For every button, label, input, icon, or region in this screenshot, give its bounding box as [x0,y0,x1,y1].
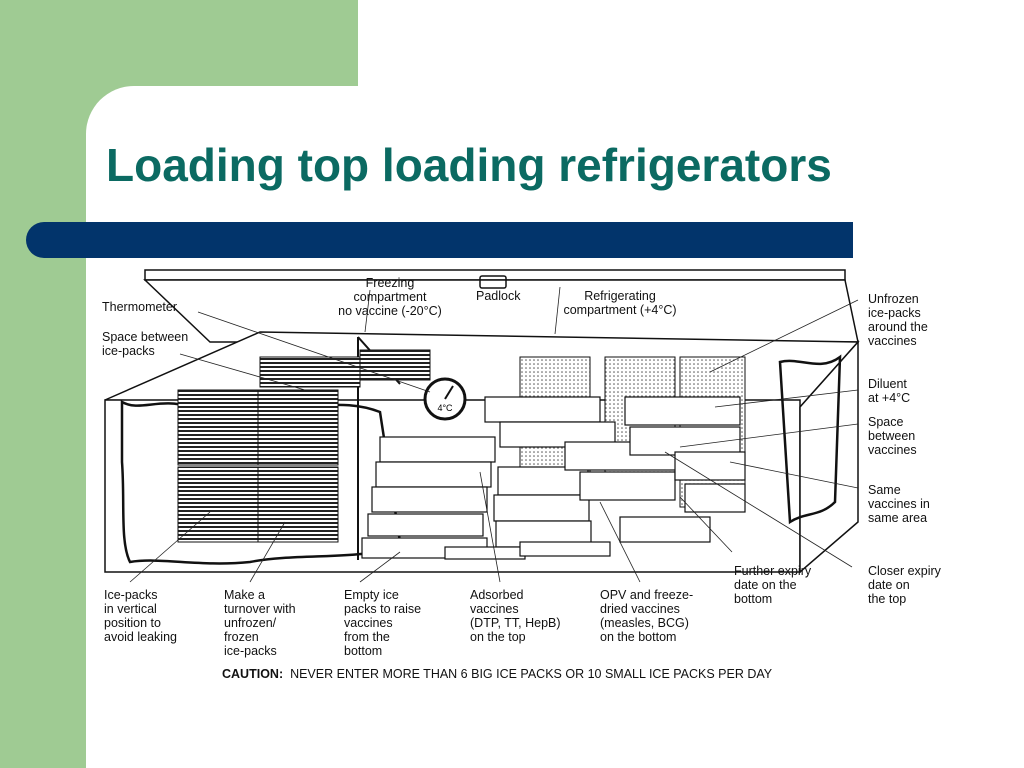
label-closer-expiry: Closer expiry date on the top [868,564,941,606]
label-refrigerating-compartment: Refrigerating compartment (+4°C) [563,289,677,317]
label-further-expiry: Further expiry date on the bottom [734,564,812,606]
label-space-between-vaccines: Space between vaccines [868,415,917,457]
title-underline-band [26,222,853,258]
label-freezing-compartment: Freezing compartment no vaccine (-20°C) [338,276,442,318]
caution-note: CAUTION: NEVER ENTER MORE THAN 6 BIG ICE… [222,667,772,681]
label-diluent: Diluent at +4°C [868,377,911,405]
refrigerator-illustration: 4°C [104,269,860,583]
thermometer-dial: 4°C [423,377,467,421]
label-unfrozen-icepacks: Unfrozen ice-packs around the vaccines [868,292,928,348]
slide-title: Loading top loading refrigerators [106,139,832,191]
label-padlock: Padlock [476,289,521,303]
label-adsorbed-vaccines: Adsorbed vaccines (DTP, TT, HepB) on the… [470,588,561,644]
label-thermometer: Thermometer [102,300,178,314]
label-opv-vaccines: OPV and freeze- dried vaccines (measles,… [600,588,694,644]
label-space-between-icepacks: Space between ice-packs [102,330,189,358]
ice-pack-stacks [177,349,431,543]
label-same-vaccines: Same vaccines in same area [868,483,930,525]
vaccine-boxes [361,396,746,560]
callout-lines [129,286,859,583]
label-icepacks-vertical: Ice-packs in vertical position to avoid … [104,588,177,644]
label-turnover: Make a turnover with unfrozen/ frozen ic… [224,588,296,658]
svg-text:4°C: 4°C [437,403,453,413]
caution-text: NEVER ENTER MORE THAN 6 BIG ICE PACKS OR… [290,667,773,681]
refrigerator-diagram: 4°C Thermometer Space between ice-packs … [100,262,960,684]
caution-prefix: CAUTION: [222,667,284,681]
label-empty-icepacks: Empty ice packs to raise vaccines from t… [344,588,422,658]
